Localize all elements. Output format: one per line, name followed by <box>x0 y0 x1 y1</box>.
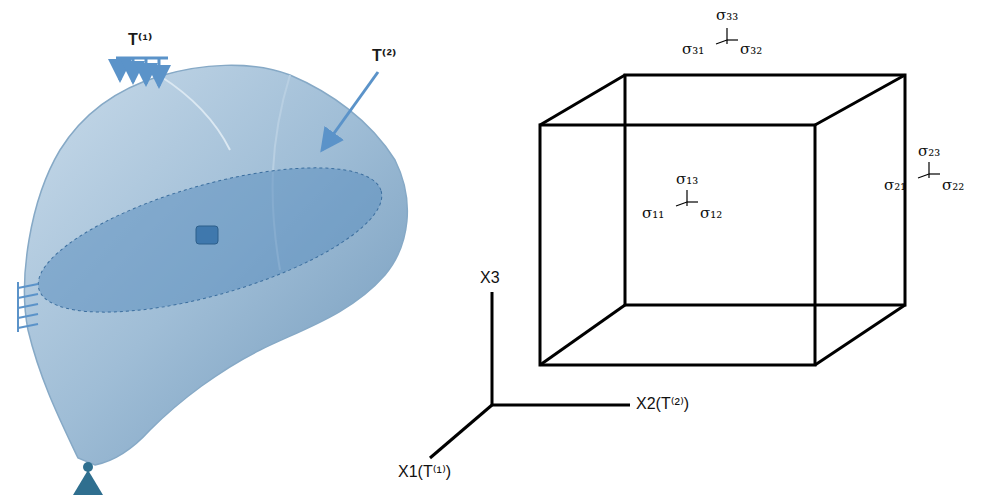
stress-component: σ₁₂ <box>700 206 722 221</box>
section-plane <box>24 138 397 342</box>
stress-ticks <box>676 28 940 206</box>
distributed-load <box>116 58 168 86</box>
coordinate-axes <box>430 292 630 458</box>
stress-component: σ₁₁ <box>642 206 664 221</box>
surface-load <box>18 282 38 332</box>
stress-component: σ₃₁ <box>682 42 704 57</box>
stress-component: σ₂₂ <box>942 178 964 193</box>
volume-element <box>196 226 218 244</box>
loaded-body <box>25 65 408 465</box>
axis-label: X2(T⁽²⁾) <box>636 396 689 412</box>
stress-component: σ₁₃ <box>676 172 698 187</box>
axis-label: X1(T⁽¹⁾) <box>398 464 451 480</box>
stress-component: σ₃₃ <box>716 8 738 23</box>
load-label: T⁽²⁾ <box>372 48 396 64</box>
stress-component: σ₂₁ <box>884 178 906 193</box>
stress-component: σ₂₃ <box>918 144 940 159</box>
point-load <box>322 72 378 150</box>
stress-cube <box>540 75 905 365</box>
support-symbol <box>73 470 103 495</box>
axis-label: X3 <box>480 270 500 286</box>
stress-component: σ₃₂ <box>740 42 762 57</box>
load-label: T⁽¹⁾ <box>128 32 152 48</box>
